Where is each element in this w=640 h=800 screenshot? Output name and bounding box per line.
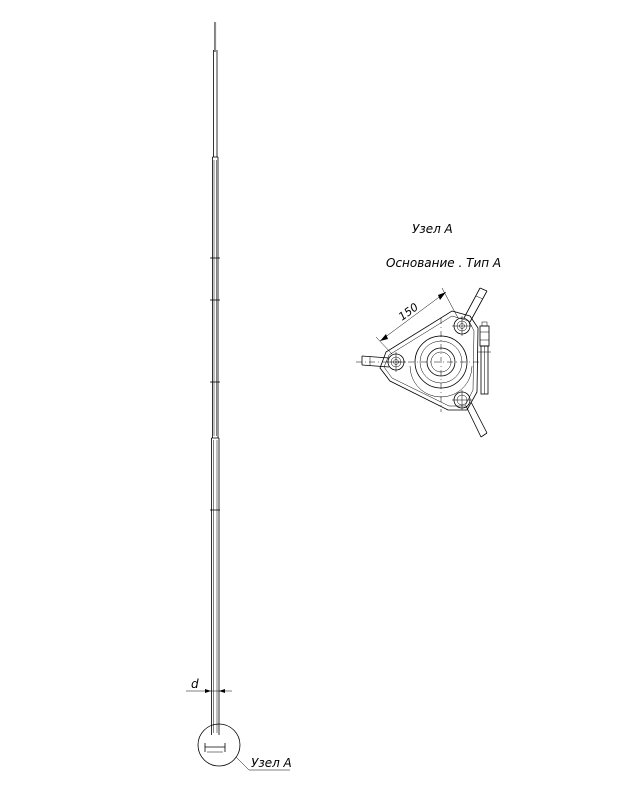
dimension-150: 150 (375, 287, 459, 355)
detail-title: Узел А (412, 222, 453, 236)
detail-subtitle: Основание . Тип А (386, 256, 501, 270)
base-plate-detail: 150 (356, 287, 491, 438)
bolt-top (452, 316, 472, 336)
bolt-left (386, 352, 406, 372)
bolt-bottom (452, 390, 472, 410)
node-a-callout: Узел А (197, 723, 292, 771)
node-a-callout-label: Узел А (251, 756, 292, 770)
side-bracket (478, 321, 491, 395)
anchor-rod-left (361, 355, 390, 368)
diameter-dimension-label: d (191, 677, 199, 691)
mast-elevation (204, 22, 226, 753)
diameter-dimension: d (186, 677, 232, 693)
anchor-rod-top (463, 287, 488, 323)
anchor-rod-bottom (465, 401, 488, 438)
dimension-150-label: 150 (396, 301, 421, 324)
